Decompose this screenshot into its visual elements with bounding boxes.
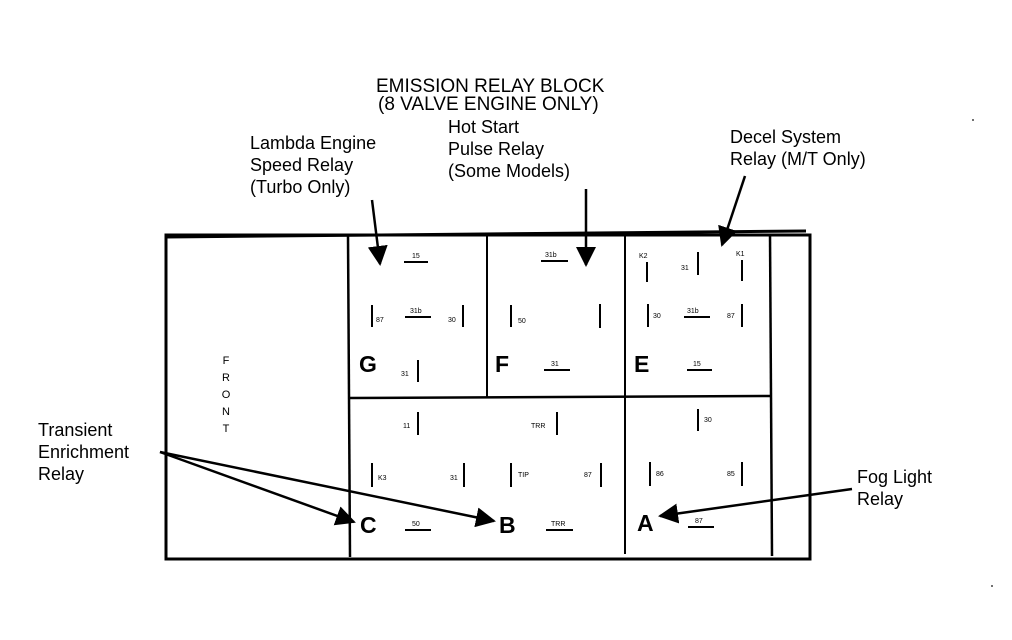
transient-callout-line-2: Enrichment <box>38 442 129 462</box>
relay-b-terminal: TRR <box>531 423 545 430</box>
hot-start-callout-line-2: Pulse Relay <box>448 139 544 159</box>
transient-relay-callout: Transient Enrichment Relay <box>38 420 496 528</box>
front-letter: F <box>223 355 230 367</box>
relay-f-terminal: 50 <box>518 318 526 325</box>
relay-f: F 31b 50 31 <box>495 252 601 377</box>
relay-c-terminal: 11 <box>403 423 410 430</box>
hot-start-relay-callout: Hot Start Pulse Relay (Some Models) <box>448 117 596 267</box>
transient-arrow-to-c <box>159 450 356 526</box>
relay-f-letter: F <box>495 351 509 377</box>
relay-c-letter: C <box>360 512 377 538</box>
front-label: F R O N T <box>222 355 231 435</box>
relay-block-top-edge <box>165 229 807 239</box>
lambda-relay-callout: Lambda Engine Speed Relay (Turbo Only) <box>250 133 388 266</box>
fog-relay-callout: Fog Light Relay <box>658 467 932 524</box>
lambda-callout-line-1: Lambda Engine <box>250 133 376 153</box>
relay-block <box>164 229 812 561</box>
relay-e-terminal: 31b <box>687 308 699 315</box>
relay-g-terminal: 31b <box>410 308 422 315</box>
relay-g-terminal: 15 <box>412 253 420 260</box>
transient-callout-line-3: Relay <box>38 464 84 484</box>
relay-e-terminal: K2 <box>639 253 648 260</box>
front-letter: T <box>223 423 230 435</box>
fog-callout-line-1: Fog Light <box>857 467 932 487</box>
relay-e-letter: E <box>634 351 649 377</box>
relay-g: G 15 87 31b 30 31 <box>359 253 464 382</box>
relay-a-letter: A <box>637 510 654 536</box>
transient-callout-line-1: Transient <box>38 420 112 440</box>
relay-g-terminal: 87 <box>376 317 384 324</box>
front-letter: O <box>222 389 231 401</box>
lambda-arrow <box>367 199 388 266</box>
relay-c-terminal: 50 <box>412 521 420 528</box>
decel-callout-line-1: Decel System <box>730 127 841 147</box>
lambda-callout-line-2: Speed Relay <box>250 155 353 175</box>
right-edge-divider <box>768 233 774 557</box>
front-section-divider <box>346 235 352 558</box>
title-line-2: (8 VALVE ENGINE ONLY) <box>378 94 599 115</box>
fog-arrow <box>658 487 853 524</box>
relay-e-terminal: K1 <box>736 251 745 258</box>
relay-a-terminal: 86 <box>656 471 664 478</box>
relay-e: E K2 31 K1 30 31b 87 15 <box>634 251 745 377</box>
hot-start-callout-line-3: (Some Models) <box>448 161 570 181</box>
front-letter: R <box>222 372 230 384</box>
lambda-callout-line-3: (Turbo Only) <box>250 177 350 197</box>
fog-callout-line-2: Relay <box>857 489 903 509</box>
title-line-1: EMISSION RELAY BLOCK <box>376 76 605 97</box>
decel-relay-callout: Decel System Relay (M/T Only) <box>718 127 866 247</box>
relay-a-terminal: 30 <box>704 417 712 424</box>
transient-arrow-to-b <box>159 450 496 528</box>
relay-a: A 30 86 85 87 <box>637 409 743 536</box>
hot-start-callout-line-1: Hot Start <box>448 117 519 137</box>
relay-g-terminal: 30 <box>448 317 456 324</box>
relay-b-letter: B <box>499 512 516 538</box>
front-letter: N <box>222 406 230 418</box>
relay-a-terminal: 85 <box>727 471 735 478</box>
relay-b-terminal: 87 <box>584 472 592 479</box>
relay-b: B TRR TIP 87 TRR <box>499 412 602 538</box>
relay-a-terminal: 87 <box>695 518 703 525</box>
relay-e-terminal: 30 <box>653 313 661 320</box>
relay-b-terminal: TRR <box>551 521 565 528</box>
relay-e-terminal: 87 <box>727 313 735 320</box>
speck <box>991 585 993 587</box>
relay-g-terminal: 31 <box>401 371 409 378</box>
relay-c-terminal: 31 <box>450 475 458 482</box>
relay-f-terminal: 31 <box>551 361 559 368</box>
relay-f-terminal: 31b <box>545 252 557 259</box>
relay-e-terminal: 31 <box>681 265 689 272</box>
relay-c: C 11 K3 31 50 <box>360 412 465 538</box>
decel-callout-line-2: Relay (M/T Only) <box>730 149 866 169</box>
relay-c-terminal: K3 <box>378 475 387 482</box>
relay-e-terminal: 15 <box>693 361 701 368</box>
relay-g-letter: G <box>359 351 377 377</box>
speck <box>972 119 974 121</box>
relay-b-terminal: TIP <box>518 472 529 479</box>
row-divider <box>348 394 772 400</box>
